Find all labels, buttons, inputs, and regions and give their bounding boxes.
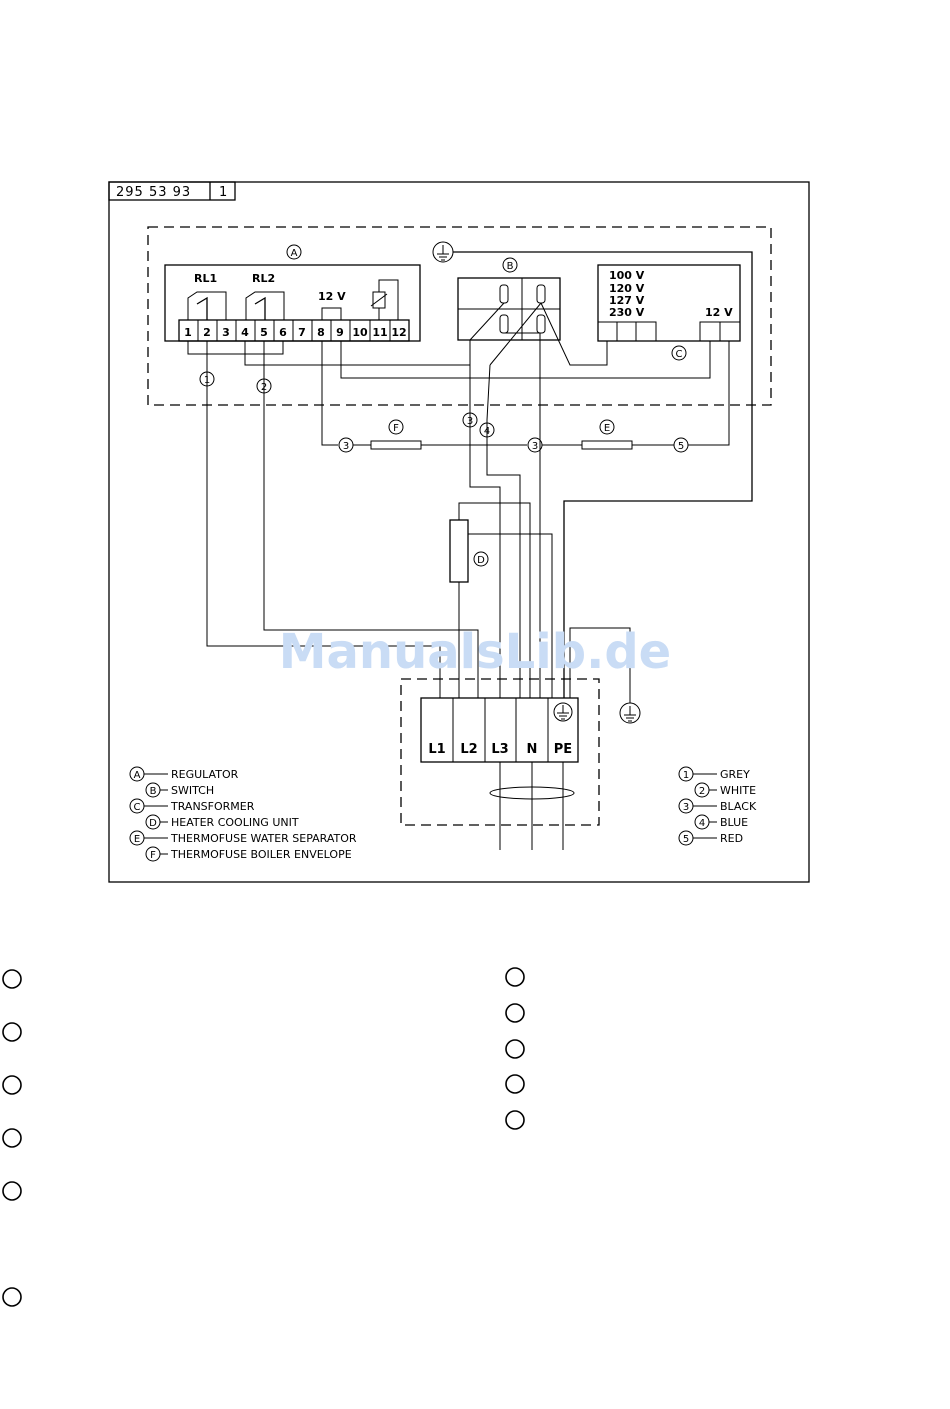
terminal-block: L1 L2 L3 N PE [421,698,578,762]
terminal-7: 7 [298,326,306,339]
terminal-n: N [527,742,538,757]
legend-3-key: 3 [683,802,689,813]
transformer-letter: C [676,349,683,360]
terminal-5: 5 [260,326,268,339]
bullet-circle [506,1040,524,1058]
relay-2-label: RL2 [252,272,275,285]
legend-e-key: E [134,834,140,845]
component-legend: A REGULATOR B SWITCH C TRANSFORMER D HEA… [130,767,357,861]
terminal-l1: L1 [428,742,445,757]
relay-1-label: RL1 [194,272,217,285]
terminal-10: 10 [352,326,368,339]
legend-e-label: THERMOFUSE WATER SEPARATOR [170,832,357,845]
thermofuse-e [582,441,632,449]
legend-5-key: 5 [683,834,689,845]
switch-letter: B [507,261,514,272]
title-block: 295 53 93 1 [109,182,235,200]
tap-100v: 100 V [609,269,645,282]
part-number: 295 53 93 [116,185,191,200]
thermofuse-f [371,441,421,449]
color-legend: 1 GREY 2 WHITE 3 BLACK 4 BLUE 5 RED [679,767,757,845]
legend-a-label: REGULATOR [171,768,239,781]
regulator-letter: A [291,248,298,259]
fuse-wire-3b: 3 [532,441,538,452]
fuse-wire-5: 5 [678,441,684,452]
bullet-circle [506,968,524,986]
legend-f-label: THERMOFUSE BOILER ENVELOPE [170,848,352,861]
terminal-12: 12 [391,326,406,339]
legend-a-key: A [134,770,141,781]
regulator-voltage: 12 V [318,290,346,303]
terminal-4: 4 [241,326,249,339]
heater-letter: D [477,555,485,566]
bullet-circle [3,970,21,988]
revision-number: 1 [219,185,227,200]
watermark: ManualsLib.de [279,624,671,680]
regulator: A RL1 RL2 12 V 1 2 3 4 5 [165,245,420,341]
legend-b-label: SWITCH [171,784,214,797]
bullet-circle [3,1076,21,1094]
legend-5-label: RED [720,832,743,845]
bullet-circle [506,1075,524,1093]
wire-2-number: 2 [261,382,267,393]
bullet-circle [3,1023,21,1041]
legend-4-key: 4 [699,818,705,829]
terminal-8: 8 [317,326,325,339]
wire-1-number: 1 [204,375,210,386]
legend-4-label: BLUE [720,816,748,829]
fuse-f-letter: F [393,423,399,434]
legend-2-label: WHITE [720,784,756,797]
bullet-circle [506,1004,524,1022]
wire-3-number: 3 [467,416,473,427]
legend-b-key: B [150,786,157,797]
legend-3-label: BLACK [720,800,757,813]
legend-c-key: C [134,802,141,813]
bullet-list-left [3,970,21,1306]
terminal-11: 11 [372,326,387,339]
terminal-l2: L2 [460,742,477,757]
tap-230v: 230 V [609,306,645,319]
terminal-1: 1 [184,326,192,339]
legend-1-key: 1 [683,770,689,781]
legend-d-key: D [149,818,157,829]
terminal-9: 9 [336,326,344,339]
bullet-circle [3,1129,21,1147]
bullet-list-right [506,968,524,1129]
supply-cable [490,762,574,850]
terminal-3: 3 [222,326,230,339]
bullet-circle [3,1182,21,1200]
terminal-l3: L3 [491,742,508,757]
wire-4-number: 4 [484,426,490,437]
fuse-e-letter: E [604,423,610,434]
terminal-pe: PE [554,742,572,757]
legend-1-label: GREY [720,768,750,781]
terminal-2: 2 [203,326,211,339]
terminal-6: 6 [279,326,287,339]
fuse-wire-3a: 3 [343,441,349,452]
legend-c-label: TRANSFORMER [170,800,255,813]
legend-2-key: 2 [699,786,705,797]
secondary-12v: 12 V [705,306,733,319]
bullet-circle [506,1111,524,1129]
legend-f-key: F [150,850,156,861]
bullet-circle [3,1288,21,1306]
legend-d-label: HEATER COOLING UNIT [171,816,299,829]
fuse-line: 3 F 3 E 5 [322,341,688,452]
